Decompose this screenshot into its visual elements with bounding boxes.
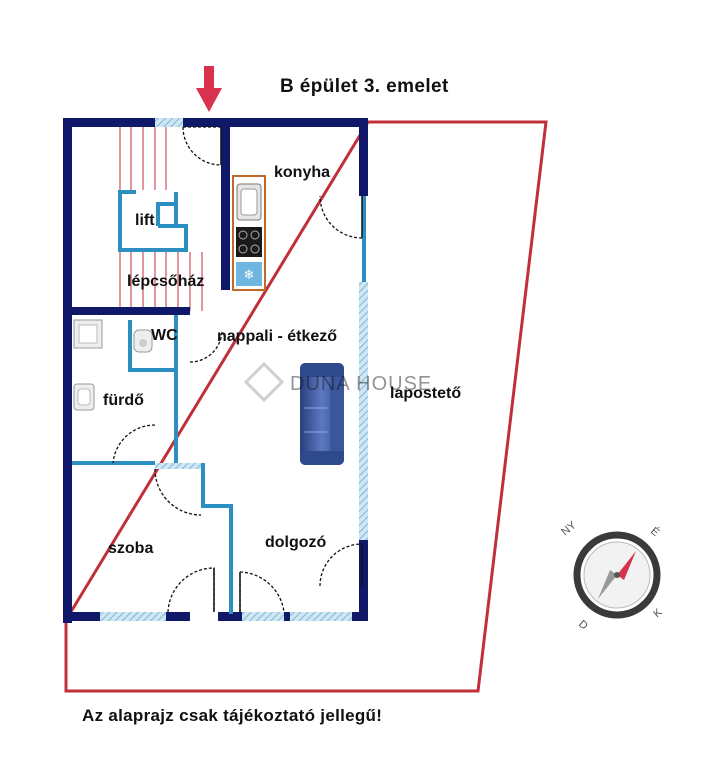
room-label-kitchen: konyha bbox=[274, 164, 330, 181]
room-label-wc: WC bbox=[151, 327, 178, 344]
disclaimer-text: Az alaprajz csak tájékoztató jellegű! bbox=[82, 706, 383, 725]
washbasin-icon bbox=[73, 383, 95, 411]
watermark-logo: DUNA HOUSE bbox=[243, 361, 432, 403]
entrance-arrow-icon bbox=[196, 66, 222, 112]
door-study bbox=[239, 571, 285, 613]
door-bedroom-hall bbox=[154, 468, 202, 516]
sink-icon bbox=[236, 183, 262, 221]
sofa-icon bbox=[300, 363, 344, 465]
room-label-lift: lift bbox=[135, 212, 155, 229]
compass-icon: NY É D K bbox=[559, 519, 665, 633]
svg-text:❄: ❄ bbox=[244, 267, 255, 282]
stairs bbox=[119, 124, 203, 311]
door-study-exit bbox=[319, 543, 363, 587]
compass-label-e: É bbox=[648, 524, 662, 539]
door-kitchen bbox=[319, 195, 363, 239]
room-label-living: nappali - étkező bbox=[217, 328, 337, 345]
room-label-flat-roof: lapostető bbox=[390, 385, 461, 402]
compass-label-d: D bbox=[576, 618, 590, 632]
bathtub-icon bbox=[73, 319, 103, 349]
door-bathroom bbox=[112, 424, 156, 464]
compass-label-ny: NY bbox=[559, 519, 579, 538]
outer-walls bbox=[63, 118, 368, 623]
fridge-icon: ❄ bbox=[236, 262, 262, 286]
windows bbox=[100, 118, 368, 621]
door-wc bbox=[189, 329, 223, 363]
flat-roof-outline bbox=[64, 120, 548, 693]
compass-label-k: K bbox=[651, 606, 665, 620]
door-bedroom bbox=[167, 567, 215, 613]
floor-title: B épület 3. emelet bbox=[280, 76, 449, 97]
room-label-bathroom: fürdő bbox=[103, 392, 144, 409]
doors bbox=[112, 126, 363, 613]
toilet-icon bbox=[133, 329, 153, 353]
room-label-bedroom: szoba bbox=[108, 540, 153, 557]
watermark-text: DUNA HOUSE bbox=[290, 373, 432, 395]
partition-walls bbox=[72, 190, 366, 614]
kitchen-counter: ❄ bbox=[232, 175, 266, 291]
stove-icon bbox=[236, 227, 262, 257]
room-label-study: dolgozó bbox=[265, 534, 327, 551]
door-entrance bbox=[182, 126, 222, 166]
room-label-stairwell: lépcsőház bbox=[127, 273, 204, 290]
